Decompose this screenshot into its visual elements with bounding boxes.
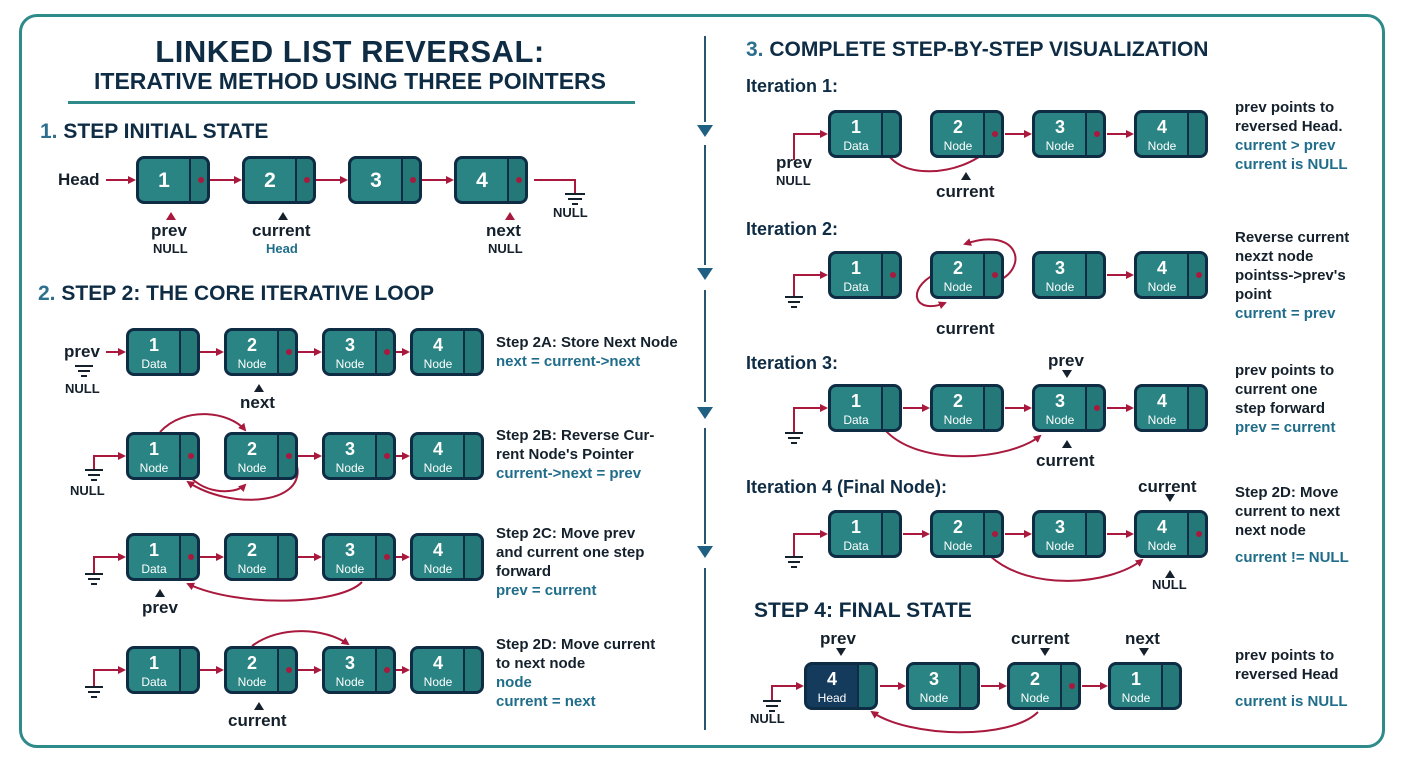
current-label: current [1011,629,1070,648]
section-4-heading: STEP 4: FINAL STATE [754,599,972,622]
current-label: current [252,221,311,240]
down-arrow-icon [697,407,713,419]
step-2b-description: Step 2B: Reverse Cur-rent Node's Pointer… [496,427,655,482]
null-label: NULL [750,711,785,726]
center-divider-top [704,36,706,122]
current-label: current [1138,477,1197,496]
null-label: NULL [553,205,588,220]
down-arrow-icon [697,546,713,558]
node-2: 2 [242,156,316,204]
next-null-label: NULL [488,241,523,256]
prev-label: prev [142,598,178,617]
iteration-3-title: Iteration 3: [746,353,839,373]
node-4: 4 [454,156,528,204]
page-title: LINKED LIST REVERSAL: [155,34,545,69]
center-divider [704,568,706,730]
next-label: next [1125,629,1160,648]
iteration-4-title: Iteration 4 (Final Node): [746,477,948,497]
null-label: NULL [65,381,100,396]
current-head-label: Head [266,241,298,256]
current-label: current [936,319,995,338]
node-3: 3 [348,156,422,204]
prev-label: prev [776,153,812,172]
section-2-heading: 2. STEP 2: THE CORE ITERATIVE LOOP [38,282,434,305]
title-underline [68,101,635,104]
iteration-2-title: Iteration 2: [746,219,839,239]
next-label: next [486,221,521,240]
down-arrow-icon [697,268,713,280]
center-divider [704,290,706,402]
iteration-1-title: Iteration 1: [746,76,839,96]
center-divider [704,145,706,265]
current-label: current [936,182,995,201]
prev-label: prev [151,221,187,240]
prev-null-label: NULL [153,241,188,256]
prev-label: prev [1048,351,1084,370]
null-label: NULL [1152,577,1187,592]
down-arrow-icon [697,125,713,137]
head-label: Head [58,170,100,189]
section-1-heading: 1. STEP INITIAL STATE [40,120,269,143]
null-label: NULL [70,483,105,498]
section-3-heading: 3. COMPLETE STEP-BY-STEP VISUALIZATION [746,38,1209,61]
center-divider [704,428,706,544]
next-label: next [240,393,275,412]
prev-label: prev [820,629,856,648]
null-label: NULL [776,173,811,188]
current-label: current [228,711,287,730]
node-1: 1 [136,156,210,204]
page-subtitle: ITERATIVE METHOD USING THREE POINTERS [94,68,606,94]
prev-label: prev [64,342,100,361]
current-label: current [1036,451,1095,470]
